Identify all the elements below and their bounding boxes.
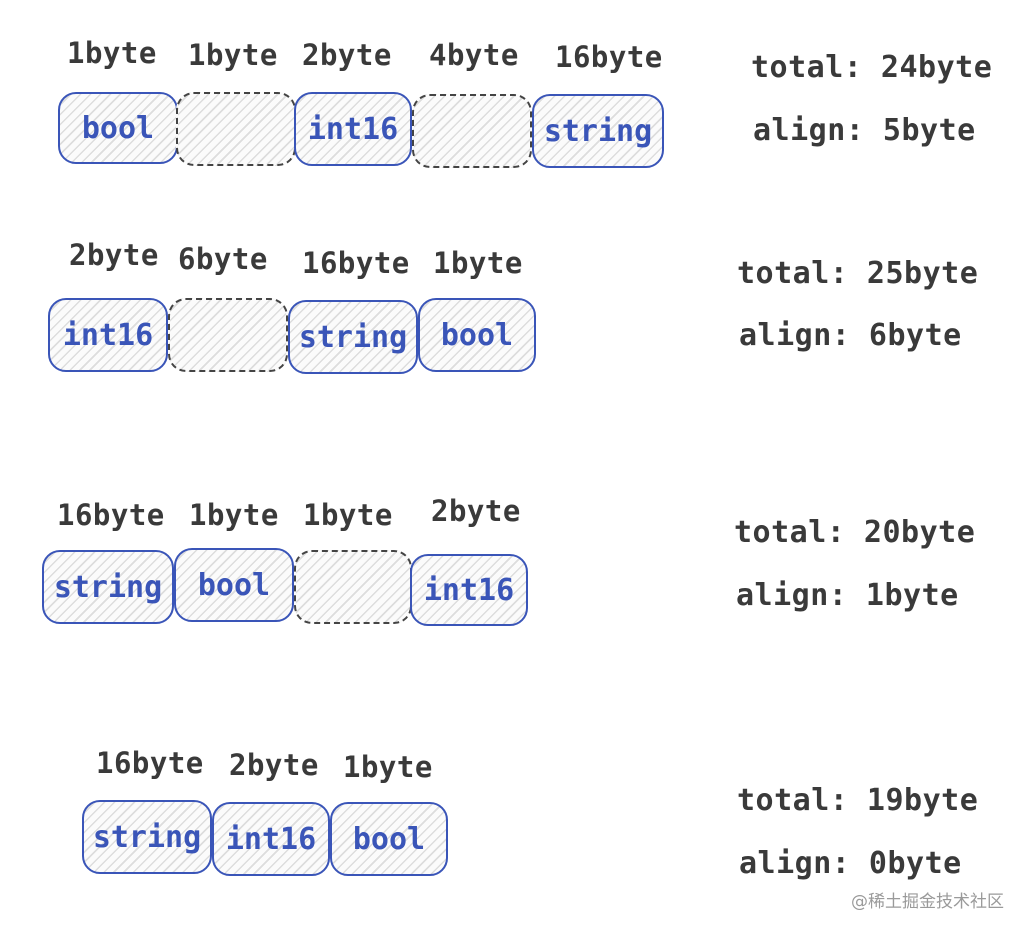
size-label: 2byte <box>302 38 392 72</box>
size-label: 4byte <box>429 38 519 72</box>
field-label: int16 <box>307 111 399 147</box>
field-block-bool: bool <box>418 298 536 372</box>
total-size-label: total: 24byte <box>751 50 993 85</box>
field-label: bool <box>81 110 155 146</box>
size-label: 1byte <box>67 36 157 70</box>
field-block-bool: bool <box>58 92 178 164</box>
size-label: 1byte <box>433 246 523 280</box>
field-block-int16: int16 <box>410 554 528 626</box>
size-label: 6byte <box>178 242 268 276</box>
align-size-label: align: 0byte <box>739 846 962 881</box>
size-label: 16byte <box>57 498 165 532</box>
field-block-bool: bool <box>330 802 448 876</box>
size-label: 1byte <box>303 498 393 532</box>
field-block-string: string <box>532 94 664 168</box>
field-label: string <box>543 113 653 149</box>
field-block-int16: int16 <box>48 298 168 372</box>
field-label: int16 <box>62 317 154 353</box>
size-label: 16byte <box>96 746 204 780</box>
field-block-int16: int16 <box>294 92 412 166</box>
field-label: bool <box>197 567 271 603</box>
total-size-label: total: 20byte <box>734 515 976 550</box>
padding-block <box>294 550 412 624</box>
size-label: 2byte <box>431 494 521 528</box>
size-label: 2byte <box>229 748 319 782</box>
align-size-label: align: 1byte <box>736 578 959 613</box>
padding-block <box>412 94 532 168</box>
size-label: 16byte <box>302 246 410 280</box>
size-label: 16byte <box>555 40 663 74</box>
field-block-int16: int16 <box>212 802 330 876</box>
align-size-label: align: 5byte <box>753 113 976 148</box>
total-size-label: total: 25byte <box>737 256 979 291</box>
field-label: int16 <box>423 572 515 608</box>
padding-block <box>168 298 288 372</box>
field-block-string: string <box>288 300 418 374</box>
align-size-label: align: 6byte <box>739 318 962 353</box>
size-label: 1byte <box>189 498 279 532</box>
padding-block <box>176 92 296 166</box>
size-label: 1byte <box>188 38 278 72</box>
field-label: string <box>92 819 202 855</box>
field-block-string: string <box>42 550 174 624</box>
total-size-label: total: 19byte <box>737 783 979 818</box>
field-label: string <box>53 569 163 605</box>
size-label: 1byte <box>343 750 433 784</box>
field-block-string: string <box>82 800 212 874</box>
field-label: bool <box>352 821 426 857</box>
field-label: string <box>298 319 408 355</box>
size-label: 2byte <box>69 238 159 272</box>
field-block-bool: bool <box>174 548 294 622</box>
field-label: int16 <box>225 821 317 857</box>
watermark: @稀土掘金技术社区 <box>851 892 1004 912</box>
field-label: bool <box>440 317 514 353</box>
